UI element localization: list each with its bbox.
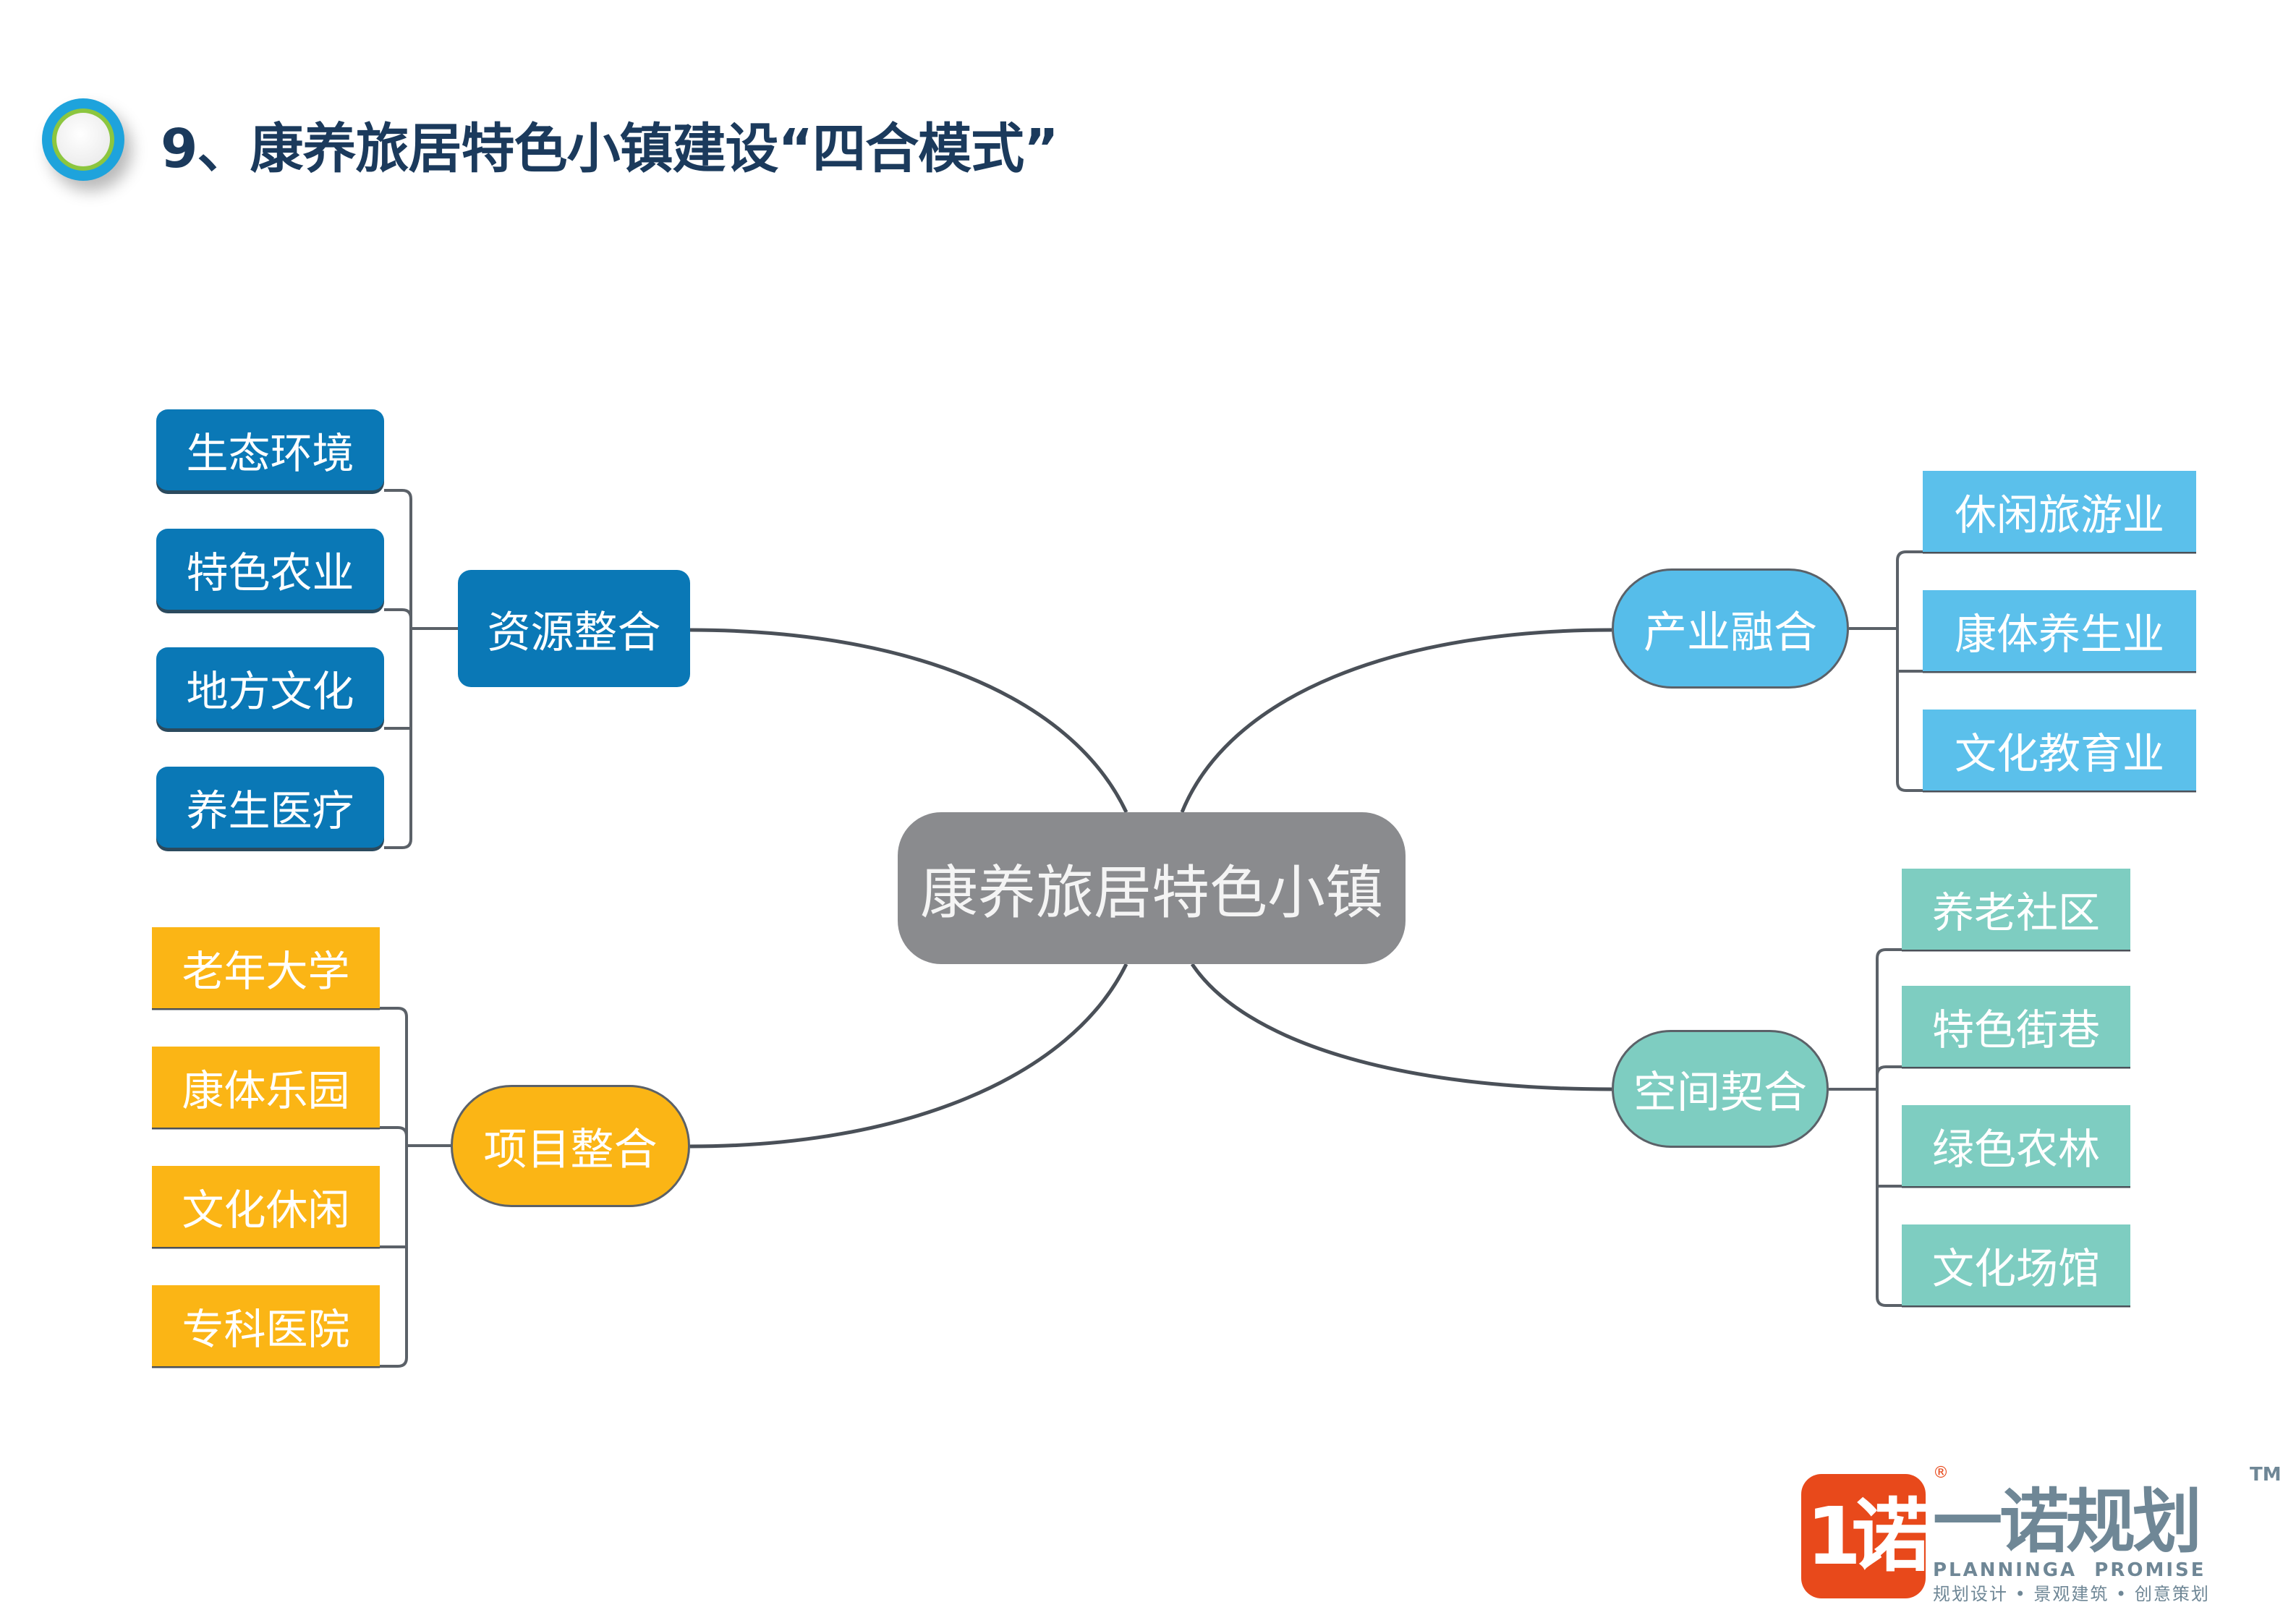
leaf-node[interactable]: 养生医疗 [156,767,384,848]
hub-resource-integration[interactable]: 资源整合 [458,570,690,687]
link-center-project [689,963,1128,1149]
leaf-node[interactable]: 文化教育业 [1923,710,2196,791]
central-node[interactable]: 康养旅居特色小镇 [898,812,1406,964]
leaf-node[interactable]: 康体乐园 [152,1047,380,1128]
link-center-industry [1180,628,1612,813]
leaf-node[interactable]: 地方文化 [156,647,384,728]
logo-name: 一诺规划 [1933,1481,2202,1562]
bracket-space [1829,948,2130,1307]
leaf-node[interactable]: 专科医院 [152,1285,380,1366]
hub-space-fit[interactable]: 空间契合 [1612,1030,1829,1148]
leaf-node[interactable]: 绿色农林 [1902,1105,2130,1186]
leaf-node[interactable]: 特色街巷 [1902,986,2130,1067]
company-logo: 1诺 ® 一诺规划 TM PLANNINGA PROMISE 规划设计 • 景观… [1801,1465,2286,1610]
bracket-project [152,1007,451,1368]
hub-industry-fusion[interactable]: 产业融合 [1612,568,1849,689]
leaf-node[interactable]: 文化场馆 [1902,1224,2130,1305]
logo-mark-icon: 1诺 [1801,1474,1926,1598]
title-bullet-icon [42,98,124,181]
bracket-resource [384,489,458,849]
hub-project-integration[interactable]: 项目整合 [451,1085,690,1207]
leaf-node[interactable]: 文化休闲 [152,1166,380,1247]
logo-tagline: 规划设计 • 景观建筑 • 创意策划 [1933,1584,2210,1604]
registered-mark: ® [1933,1464,1949,1482]
logo-english: PLANNINGA PROMISE [1933,1559,2206,1581]
link-center-resource [689,628,1128,814]
leaf-node[interactable]: 休闲旅游业 [1923,471,2196,552]
page-title: 9、康养旅居特色小镇建设“四合模式” [161,118,1059,180]
trademark-mark: TM [2250,1464,2282,1486]
leaf-node[interactable]: 生态环境 [156,409,384,490]
leaf-node[interactable]: 康体养生业 [1923,590,2196,671]
leaf-node[interactable]: 老年大学 [152,927,380,1008]
link-center-space [1190,963,1612,1091]
leaf-node[interactable]: 特色农业 [156,529,384,610]
leaf-node[interactable]: 养老社区 [1902,869,2130,950]
